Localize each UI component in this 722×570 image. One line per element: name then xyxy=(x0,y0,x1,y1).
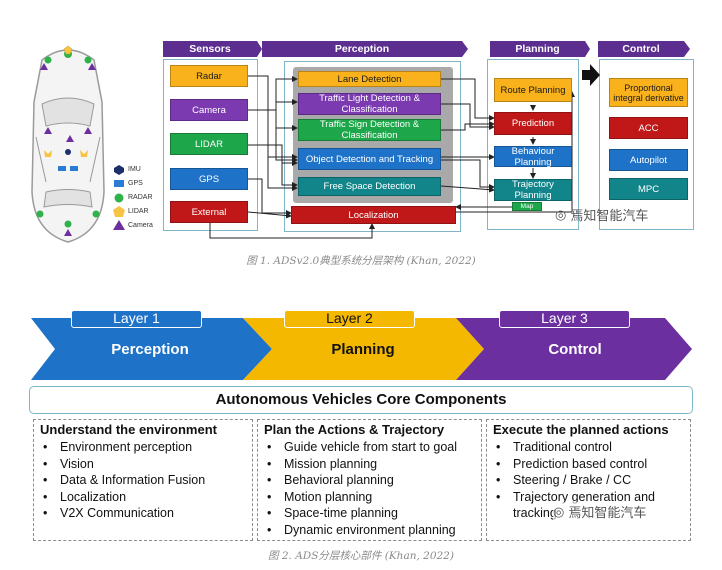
perception-free-space: Free Space Detection xyxy=(298,177,441,196)
list-item: V2X Communication xyxy=(40,505,246,522)
planning-column: Plan the Actions & Trajectory Guide vehi… xyxy=(257,419,482,541)
watermark-2-text: 焉知智能汽车 xyxy=(568,505,647,520)
connector-lines xyxy=(209,64,600,239)
header-chevrons xyxy=(163,41,690,57)
list-item: Trajectory generation and tracking xyxy=(493,489,678,522)
list-item: Data & Information Fusion xyxy=(40,472,246,489)
planning-prediction: Prediction xyxy=(494,112,572,135)
planning-trajectory: Trajectory Planning xyxy=(494,179,572,201)
radar-legend-icon xyxy=(114,193,124,203)
map-tag: Map xyxy=(512,202,542,211)
control-column: Execute the planned actions Traditional … xyxy=(486,419,691,541)
sensor-external: External xyxy=(170,201,248,223)
list-item: Traditional control xyxy=(493,439,684,456)
imu-legend-icon xyxy=(114,165,124,175)
watermark-2: ◎ 焉知智能汽车 xyxy=(553,502,647,521)
perception-traffic-light: Traffic Light Detection & Classification xyxy=(298,93,441,115)
core-components-title: Autonomous Vehicles Core Components xyxy=(29,386,693,414)
control-pid: Proportional integral derivative xyxy=(609,78,688,107)
sensor-camera: Camera xyxy=(170,99,248,121)
layer-3-tab: Layer 3 xyxy=(499,310,630,328)
list-item: Guide vehicle from start to goal xyxy=(264,439,475,456)
lidar-legend-icon xyxy=(113,206,125,217)
list-item: Behavioral planning xyxy=(264,472,475,489)
figure-2-caption: 图 2. ADS分层核心部件 (Khan, 2022) xyxy=(268,550,454,562)
figure-1-caption: 图 1. ADSv2.0典型系统分层架构 (Khan, 2022) xyxy=(246,255,476,267)
wechat-icon: ◎ xyxy=(555,206,567,222)
list-item: Mission planning xyxy=(264,456,475,473)
list-item: Environment perception xyxy=(40,439,246,456)
perception-lane-detection: Lane Detection xyxy=(298,71,441,87)
legend-label-imu: IMU xyxy=(128,166,141,173)
layer-3-name: Control xyxy=(548,341,602,358)
header-control: Control xyxy=(622,43,660,55)
perception-column-title: Understand the environment xyxy=(40,422,217,437)
perception-object-detection: Object Detection and Tracking xyxy=(298,148,441,170)
watermark-1-text: 焉知智能汽车 xyxy=(570,208,649,223)
list-item: Dynamic environment planning xyxy=(264,522,475,539)
list-item: Space-time planning xyxy=(264,505,475,522)
localization-box: Localization xyxy=(291,206,456,224)
control-mpc: MPC xyxy=(609,178,688,200)
perception-traffic-sign: Traffic Sign Detection & Classification xyxy=(298,119,441,141)
layer-chevrons xyxy=(31,318,692,380)
list-item: Vision xyxy=(40,456,246,473)
control-acc: ACC xyxy=(609,117,688,139)
wechat-icon: ◎ xyxy=(553,503,565,519)
gps-legend-icon xyxy=(114,180,124,187)
perception-column: Understand the environment Environment p… xyxy=(33,419,253,541)
planning-behaviour: Behaviour Planning xyxy=(494,146,572,168)
sensor-lidar: LIDAR xyxy=(170,133,248,155)
list-item: Motion planning xyxy=(264,489,475,506)
control-column-title: Execute the planned actions xyxy=(493,422,669,437)
legend-label-camera: Camera xyxy=(128,222,153,229)
header-planning: Planning xyxy=(515,43,560,55)
layer-1-name: Perception xyxy=(111,341,189,358)
list-item: Prediction based control xyxy=(493,456,684,473)
header-sensors: Sensors xyxy=(189,43,231,55)
watermark-1: ◎ 焉知智能汽车 xyxy=(555,205,648,224)
sensor-radar: Radar xyxy=(170,65,248,87)
car-sensor-illustration xyxy=(31,45,105,243)
legend-label-gps: GPS xyxy=(128,180,143,187)
legend-label-lidar: LIDAR xyxy=(128,208,149,215)
planning-column-title: Plan the Actions & Trajectory xyxy=(264,422,445,437)
layer-1-tab: Layer 1 xyxy=(71,310,202,328)
layer-2-tab: Layer 2 xyxy=(284,310,415,328)
layer-2-name: Planning xyxy=(331,341,395,358)
planning-route: Route Planning xyxy=(494,78,572,102)
list-item: Steering / Brake / CC xyxy=(493,472,684,489)
legend-label-radar: RADAR xyxy=(128,194,153,201)
sensor-gps: GPS xyxy=(170,168,248,190)
header-perception: Perception xyxy=(334,43,390,55)
camera-legend-icon xyxy=(113,220,125,230)
list-item: Localization xyxy=(40,489,246,506)
control-autopilot: Autopilot xyxy=(609,149,688,171)
